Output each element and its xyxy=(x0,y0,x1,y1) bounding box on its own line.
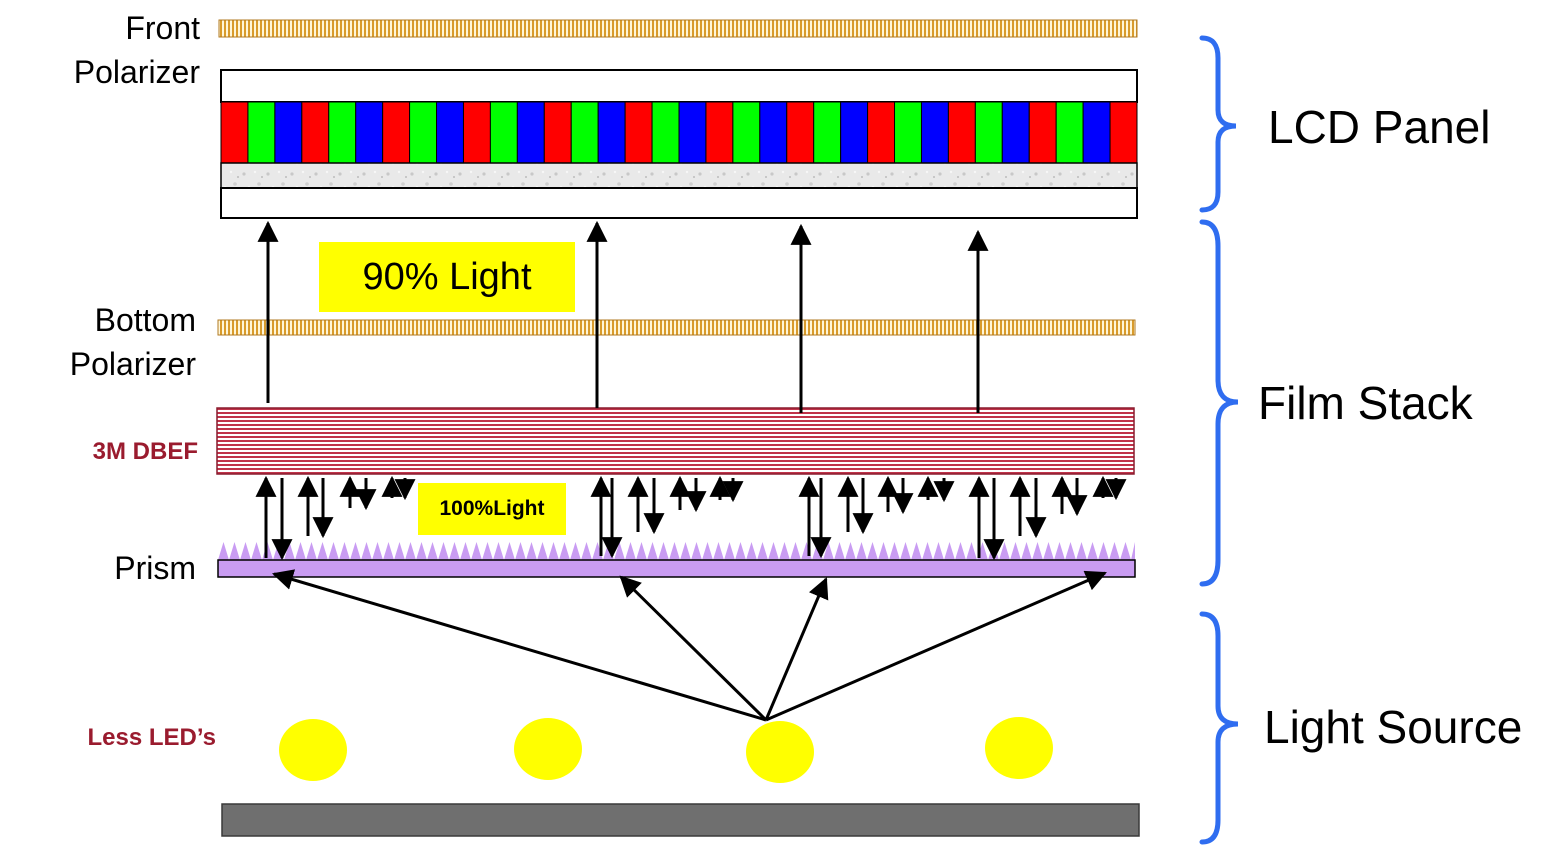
blue-subpixel xyxy=(840,101,869,164)
blue-subpixel xyxy=(436,101,464,164)
blue-subpixel xyxy=(274,101,303,164)
red-subpixel xyxy=(624,101,653,164)
film-stack-brace xyxy=(1199,219,1239,587)
lcd-bottom-glass xyxy=(220,187,1138,219)
light-source-brace xyxy=(1199,611,1239,845)
blue-subpixel xyxy=(1082,101,1111,164)
emission-rays xyxy=(271,569,1107,722)
red-subpixel xyxy=(1028,101,1057,164)
bottom-polarizer-layer xyxy=(217,319,1136,336)
blue-subpixel xyxy=(1001,101,1030,164)
transmitted-light-arrows xyxy=(257,220,989,413)
dbef-film-layer xyxy=(216,407,1135,475)
prism-label: Prism xyxy=(114,550,196,586)
green-subpixel xyxy=(570,101,599,164)
emission-ray xyxy=(764,577,829,721)
red-subpixel xyxy=(947,101,976,164)
red-subpixel xyxy=(543,101,572,164)
green-subpixel xyxy=(1055,101,1084,164)
green-subpixel xyxy=(489,101,518,164)
led xyxy=(985,717,1053,779)
blue-subpixel xyxy=(597,101,626,164)
emission-ray xyxy=(765,570,1107,722)
emission-ray xyxy=(271,569,767,722)
red-subpixel xyxy=(382,101,411,164)
red-subpixel xyxy=(867,101,896,164)
leds-label: Less LED’s xyxy=(87,724,217,751)
front-polarizer-label: Front Polarizer xyxy=(73,10,200,90)
blue-subpixel xyxy=(355,101,384,164)
prism-tooth-row xyxy=(218,542,1135,560)
green-subpixel xyxy=(732,101,761,164)
prism-film-layer xyxy=(217,559,1136,578)
lcd-panel-label: LCD Panel xyxy=(1268,101,1491,153)
lcd-panel-brace xyxy=(1199,35,1237,213)
group-braces xyxy=(1199,35,1239,845)
recycled-light-callout: 100%Light xyxy=(418,483,566,535)
emission-ray xyxy=(619,575,768,722)
led-row xyxy=(279,717,1053,783)
blue-subpixel xyxy=(920,101,949,164)
red-subpixel xyxy=(786,101,815,164)
led xyxy=(514,718,582,780)
rgb-subpixel-row xyxy=(220,101,1138,164)
recycled-light-arrows xyxy=(255,475,1127,561)
led xyxy=(746,721,814,783)
green-subpixel xyxy=(328,101,357,164)
film-stack-label: Film Stack xyxy=(1258,377,1473,429)
blue-subpixel xyxy=(759,101,788,164)
red-subpixel xyxy=(220,101,249,164)
green-subpixel xyxy=(247,101,276,164)
prism-teeth xyxy=(218,542,1135,560)
lcd-liquid-crystal-layer xyxy=(220,162,1138,189)
red-subpixel xyxy=(1109,101,1138,164)
green-subpixel xyxy=(651,101,680,164)
led xyxy=(279,719,347,781)
green-subpixel xyxy=(813,101,842,164)
red-subpixel xyxy=(705,101,734,164)
lcd-top-glass xyxy=(220,69,1138,103)
green-subpixel xyxy=(409,101,438,164)
bottom-polarizer-label: Bottom Polarizer xyxy=(69,302,196,382)
front-polarizer-layer xyxy=(218,19,1138,38)
green-subpixel xyxy=(974,101,1003,164)
blue-subpixel xyxy=(678,101,707,164)
light-source-label: Light Source xyxy=(1264,701,1523,753)
green-subpixel xyxy=(894,101,922,164)
blue-subpixel xyxy=(516,101,545,164)
transmitted-light-callout: 90% Light xyxy=(319,242,575,312)
red-subpixel xyxy=(462,101,491,164)
light-source-base-plate xyxy=(221,803,1140,837)
red-subpixel xyxy=(301,101,330,164)
dbef-label: 3M DBEF xyxy=(92,438,198,465)
